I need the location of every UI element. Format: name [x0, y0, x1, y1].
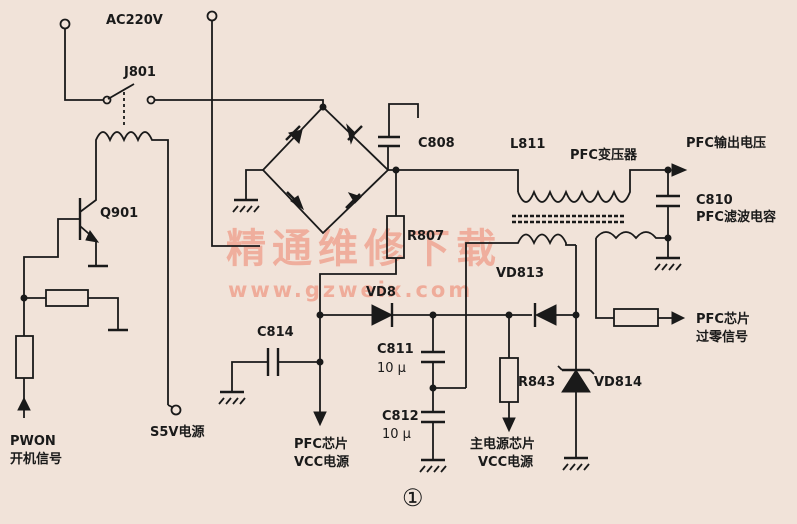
label-j801: J801: [123, 65, 156, 80]
junction-dots: [316, 103, 672, 392]
watermark-text-url: www.gzweix.com: [228, 278, 473, 302]
pfc-main-rail: [388, 163, 688, 224]
zener-vd814: [557, 312, 595, 471]
label-vd814: VD814: [594, 375, 642, 390]
label-c814: C814: [257, 325, 294, 340]
capacitor-c814: [218, 348, 320, 405]
watermark-text-cn: 精通维修下载: [226, 225, 502, 272]
bridge-rectifier: [232, 105, 390, 235]
aux-winding: [465, 233, 577, 388]
label-r843: R843: [518, 375, 555, 390]
label-pfc-transformer: PFC变压器: [570, 147, 638, 163]
label-pfc-chip-vcc-2: VCC电源: [294, 454, 349, 470]
label-power-on-signal: 开机信号: [10, 451, 62, 467]
label-main-chip-vcc-1: 主电源芯片: [470, 436, 535, 452]
label-pfc-chip: PFC芯片: [696, 311, 750, 327]
capacitor-c811-c812: [419, 315, 466, 473]
zero-cross-winding: [595, 231, 686, 327]
label-s5v-power: S5V电源: [150, 424, 204, 440]
label-l811: L811: [510, 137, 545, 152]
label-c811: C811: [377, 342, 414, 357]
resistor-r807: [319, 170, 405, 315]
label-c812: C812: [382, 409, 419, 424]
label-ac220v: AC220V: [106, 13, 163, 28]
label-vd813: VD813: [496, 266, 544, 281]
label-main-chip-vcc-2: VCC电源: [478, 454, 533, 470]
capacitor-c810: [654, 194, 682, 271]
label-c810: C810: [696, 193, 733, 208]
base-resistor-network: [15, 289, 128, 418]
label-r807: R807: [407, 229, 444, 244]
label-zero-cross-signal: 过零信号: [696, 329, 748, 345]
diode-chain: [320, 303, 576, 327]
pfc-vcc-output: [313, 315, 327, 427]
label-c808: C808: [418, 136, 455, 151]
label-pfc-chip-vcc-1: PFC芯片: [294, 436, 348, 452]
relay-j801: [95, 83, 182, 416]
label-vd8xx: VD8: [366, 285, 396, 300]
resistor-r843: [499, 315, 519, 433]
label-q901: Q901: [100, 206, 138, 221]
label-pwon: PWON: [10, 434, 56, 449]
transistor-q901: [23, 160, 108, 336]
label-c811-value: 10 μ: [377, 361, 406, 376]
label-c812-value: 10 μ: [382, 427, 411, 442]
label-pfc-filter-cap: PFC滤波电容: [696, 209, 776, 225]
label-pfc-output-voltage: PFC输出电压: [686, 135, 766, 151]
figure-number: ①: [402, 484, 424, 512]
capacitor-c808: [378, 103, 419, 170]
